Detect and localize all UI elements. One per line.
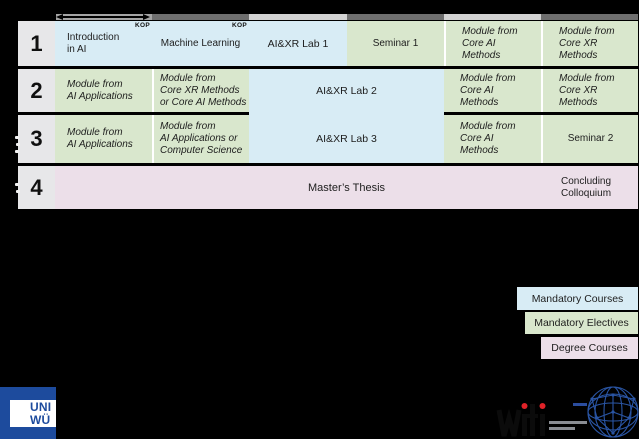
semester-number-label: 4 xyxy=(30,174,43,200)
course-cell-core-ai-methods-s3: Module from Core AI Methods xyxy=(444,115,541,163)
bar-segment xyxy=(152,14,249,20)
logo-tagline-lines xyxy=(549,403,589,433)
kop-badge: KOP xyxy=(232,22,247,29)
uni-wuerzburg-logo: UNI WÜ xyxy=(0,387,56,439)
semester-row-number-4: 4 xyxy=(18,166,55,209)
double-arrow-icon xyxy=(56,14,150,20)
semester-number-label: 2 xyxy=(30,77,43,103)
semester-row-number-3: 3 xyxy=(18,115,55,163)
uni-logo-white-box: UNI WÜ xyxy=(10,400,56,427)
aixr-lab-block: AI&XR Lab 2 AI&XR Lab 3 xyxy=(249,69,444,163)
bar-segment xyxy=(444,14,541,20)
legend-label: Mandatory Courses xyxy=(531,292,624,305)
course-cell-introduction-in-ai: Introduction in AI xyxy=(67,31,120,55)
course-cell-aixr-lab-3: AI&XR Lab 3 xyxy=(316,133,377,145)
edge-mark xyxy=(15,136,19,139)
edge-mark xyxy=(15,150,19,153)
legend-item-mandatory-courses: Mandatory Courses xyxy=(517,287,638,310)
course-cell-concluding-colloquium: Concluding Colloquium xyxy=(561,175,612,199)
edge-mark xyxy=(16,143,20,146)
legend-label: Mandatory Electives xyxy=(534,317,629,329)
bar-segment xyxy=(249,14,347,20)
semester-number-label: 3 xyxy=(30,126,43,151)
course-cell-seminar-1: Seminar 1 xyxy=(347,21,444,66)
course-cell-machine-learning: Machine Learning xyxy=(160,37,241,49)
course-cell-seminar-2: Seminar 2 xyxy=(541,115,638,163)
legend-item-degree-courses: Degree Courses xyxy=(541,337,638,359)
semester1-mandatory-block: Introduction in AI Machine Learning AI&X… xyxy=(55,21,347,66)
institute-wordmark-logo xyxy=(496,403,546,437)
legend-label: Degree Courses xyxy=(551,342,628,354)
course-cell-ai-applications-s2: Module from AI Applications xyxy=(55,69,152,112)
course-cell-core-ai-methods-s2: Module from Core AI Methods xyxy=(444,69,541,112)
course-cell-aixr-lab-2: AI&XR Lab 2 xyxy=(316,84,377,97)
globe-network-icon xyxy=(587,386,639,438)
edge-mark xyxy=(15,183,19,186)
course-cell-ai-applications-or-cs-s3: Module from AI Applications or Computer … xyxy=(152,115,249,163)
bar-segment xyxy=(541,14,638,20)
semester-row-number-1: 1 xyxy=(18,21,55,66)
kop-badge: KOP xyxy=(135,22,150,29)
uni-logo-text: UNI WÜ xyxy=(30,400,52,427)
semester4-degree-row: Master’s Thesis Concluding Colloquium xyxy=(55,166,638,209)
course-cell-core-ai-methods-s1: Module from Core AI Methods xyxy=(444,21,541,66)
course-cell-masters-thesis: Master’s Thesis xyxy=(307,181,386,194)
course-cell-core-xr-or-ai-methods-s2: Module from Core XR Methods or Core AI M… xyxy=(152,69,249,112)
course-cell-core-xr-methods-s2: Module from Core XR Methods xyxy=(541,69,638,112)
edge-mark xyxy=(16,190,20,193)
bar-segment xyxy=(347,14,444,20)
course-cell-ai-applications-s3: Module from AI Applications xyxy=(55,115,152,163)
semester-number-label: 1 xyxy=(30,30,43,56)
course-cell-aixr-lab-1: AI&XR Lab 1 xyxy=(267,37,329,50)
course-cell-core-xr-methods-s1: Module from Core XR Methods xyxy=(541,21,638,66)
legend-item-mandatory-electives: Mandatory Electives xyxy=(525,312,638,334)
semester-row-number-2: 2 xyxy=(18,69,55,112)
